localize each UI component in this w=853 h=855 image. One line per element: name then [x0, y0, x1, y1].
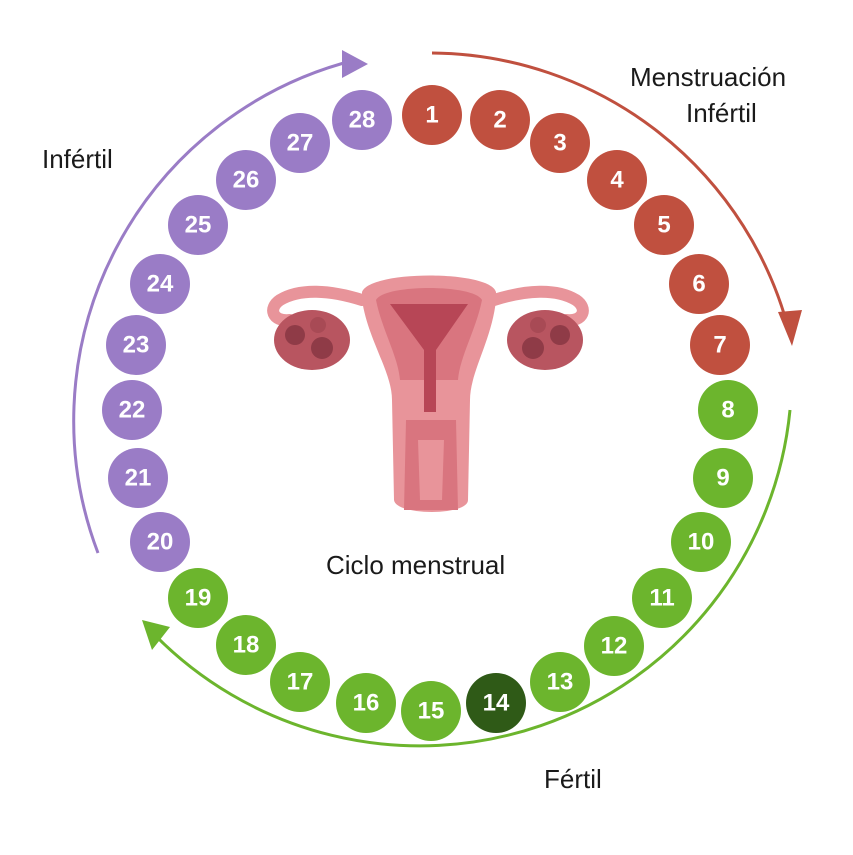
menstruation-infertile-label: Infértil [686, 98, 757, 128]
day-14-marker: 14 [466, 673, 526, 733]
day-circle [270, 113, 330, 173]
day-circle [332, 90, 392, 150]
day-22-marker: 22 [102, 380, 162, 440]
day-circle [698, 380, 758, 440]
day-circle [530, 652, 590, 712]
day-24-marker: 24 [130, 254, 190, 314]
day-circle [168, 195, 228, 255]
day-number: 6 [692, 270, 705, 297]
day-number: 1 [425, 101, 438, 128]
day-number: 4 [610, 166, 624, 193]
day-number: 27 [287, 129, 314, 156]
day-circle [130, 512, 190, 572]
day-25-marker: 25 [168, 195, 228, 255]
day-number: 19 [185, 584, 212, 611]
day-27-marker: 27 [270, 113, 330, 173]
day-circle [669, 254, 729, 314]
day-number: 9 [716, 464, 729, 491]
day-number: 26 [233, 166, 260, 193]
day-number: 13 [547, 668, 574, 695]
day-number: 28 [349, 106, 376, 133]
day-number: 23 [123, 331, 150, 358]
center-title: Ciclo menstrual [326, 550, 506, 580]
day-circle [470, 90, 530, 150]
late-infertile-label: Infértil [42, 144, 113, 174]
day-circle [690, 315, 750, 375]
day-circle [130, 254, 190, 314]
day-number: 17 [287, 668, 314, 695]
day-number: 14 [483, 689, 510, 716]
day-12-marker: 12 [584, 616, 644, 676]
day-8-marker: 8 [698, 380, 758, 440]
day-number: 25 [185, 211, 212, 238]
day-circle [401, 681, 461, 741]
day-21-marker: 21 [108, 448, 168, 508]
day-circle [466, 673, 526, 733]
day-number: 2 [493, 106, 506, 133]
day-9-marker: 9 [693, 448, 753, 508]
infertile-phase-arrow [72, 58, 356, 554]
day-number: 10 [688, 528, 715, 555]
day-number: 8 [721, 396, 734, 423]
day-26-marker: 26 [216, 150, 276, 210]
day-11-marker: 11 [632, 568, 692, 628]
day-20-marker: 20 [130, 512, 190, 572]
infertile-arrowhead [342, 50, 368, 78]
fertile-label: Fértil [544, 764, 602, 794]
day-3-marker: 3 [530, 113, 590, 173]
day-number: 16 [353, 689, 380, 716]
day-7-marker: 7 [690, 315, 750, 375]
day-16-marker: 16 [336, 673, 396, 733]
fertile-phase-arrow [148, 409, 792, 748]
day-circle [671, 512, 731, 572]
day-circle [632, 568, 692, 628]
day-circle [336, 673, 396, 733]
day-18-marker: 18 [216, 615, 276, 675]
menstruation-arrowhead [778, 310, 802, 346]
day-number: 3 [553, 129, 566, 156]
day-15-marker: 15 [401, 681, 461, 741]
day-number: 20 [147, 528, 174, 555]
day-6-marker: 6 [669, 254, 729, 314]
day-number: 18 [233, 631, 260, 658]
day-circle [102, 380, 162, 440]
day-circle [402, 85, 462, 145]
day-23-marker: 23 [106, 315, 166, 375]
day-28-marker: 28 [332, 90, 392, 150]
day-circle [216, 150, 276, 210]
uterus-illustration [267, 275, 589, 512]
day-1-marker: 1 [402, 85, 462, 145]
day-number: 15 [418, 697, 445, 724]
day-17-marker: 17 [270, 652, 330, 712]
day-number: 24 [147, 270, 174, 297]
menstruation-phase-arrow [431, 51, 792, 336]
day-circle [270, 652, 330, 712]
day-circle [584, 616, 644, 676]
day-circle [108, 448, 168, 508]
day-13-marker: 13 [530, 652, 590, 712]
day-19-marker: 19 [168, 568, 228, 628]
day-circle [693, 448, 753, 508]
fertile-arrowhead [142, 620, 170, 650]
day-4-marker: 4 [587, 150, 647, 210]
day-5-marker: 5 [634, 195, 694, 255]
day-circle [530, 113, 590, 173]
day-circle [634, 195, 694, 255]
day-2-marker: 2 [470, 90, 530, 150]
day-number: 12 [601, 632, 628, 659]
day-number: 21 [125, 464, 152, 491]
day-circle [106, 315, 166, 375]
day-number: 7 [713, 331, 726, 358]
day-number: 11 [649, 584, 674, 611]
day-circle [168, 568, 228, 628]
day-number: 22 [119, 396, 146, 423]
day-circle [216, 615, 276, 675]
day-10-marker: 10 [671, 512, 731, 572]
day-number: 5 [657, 211, 670, 238]
day-circle [587, 150, 647, 210]
menstruation-label: Menstruación [630, 62, 787, 92]
